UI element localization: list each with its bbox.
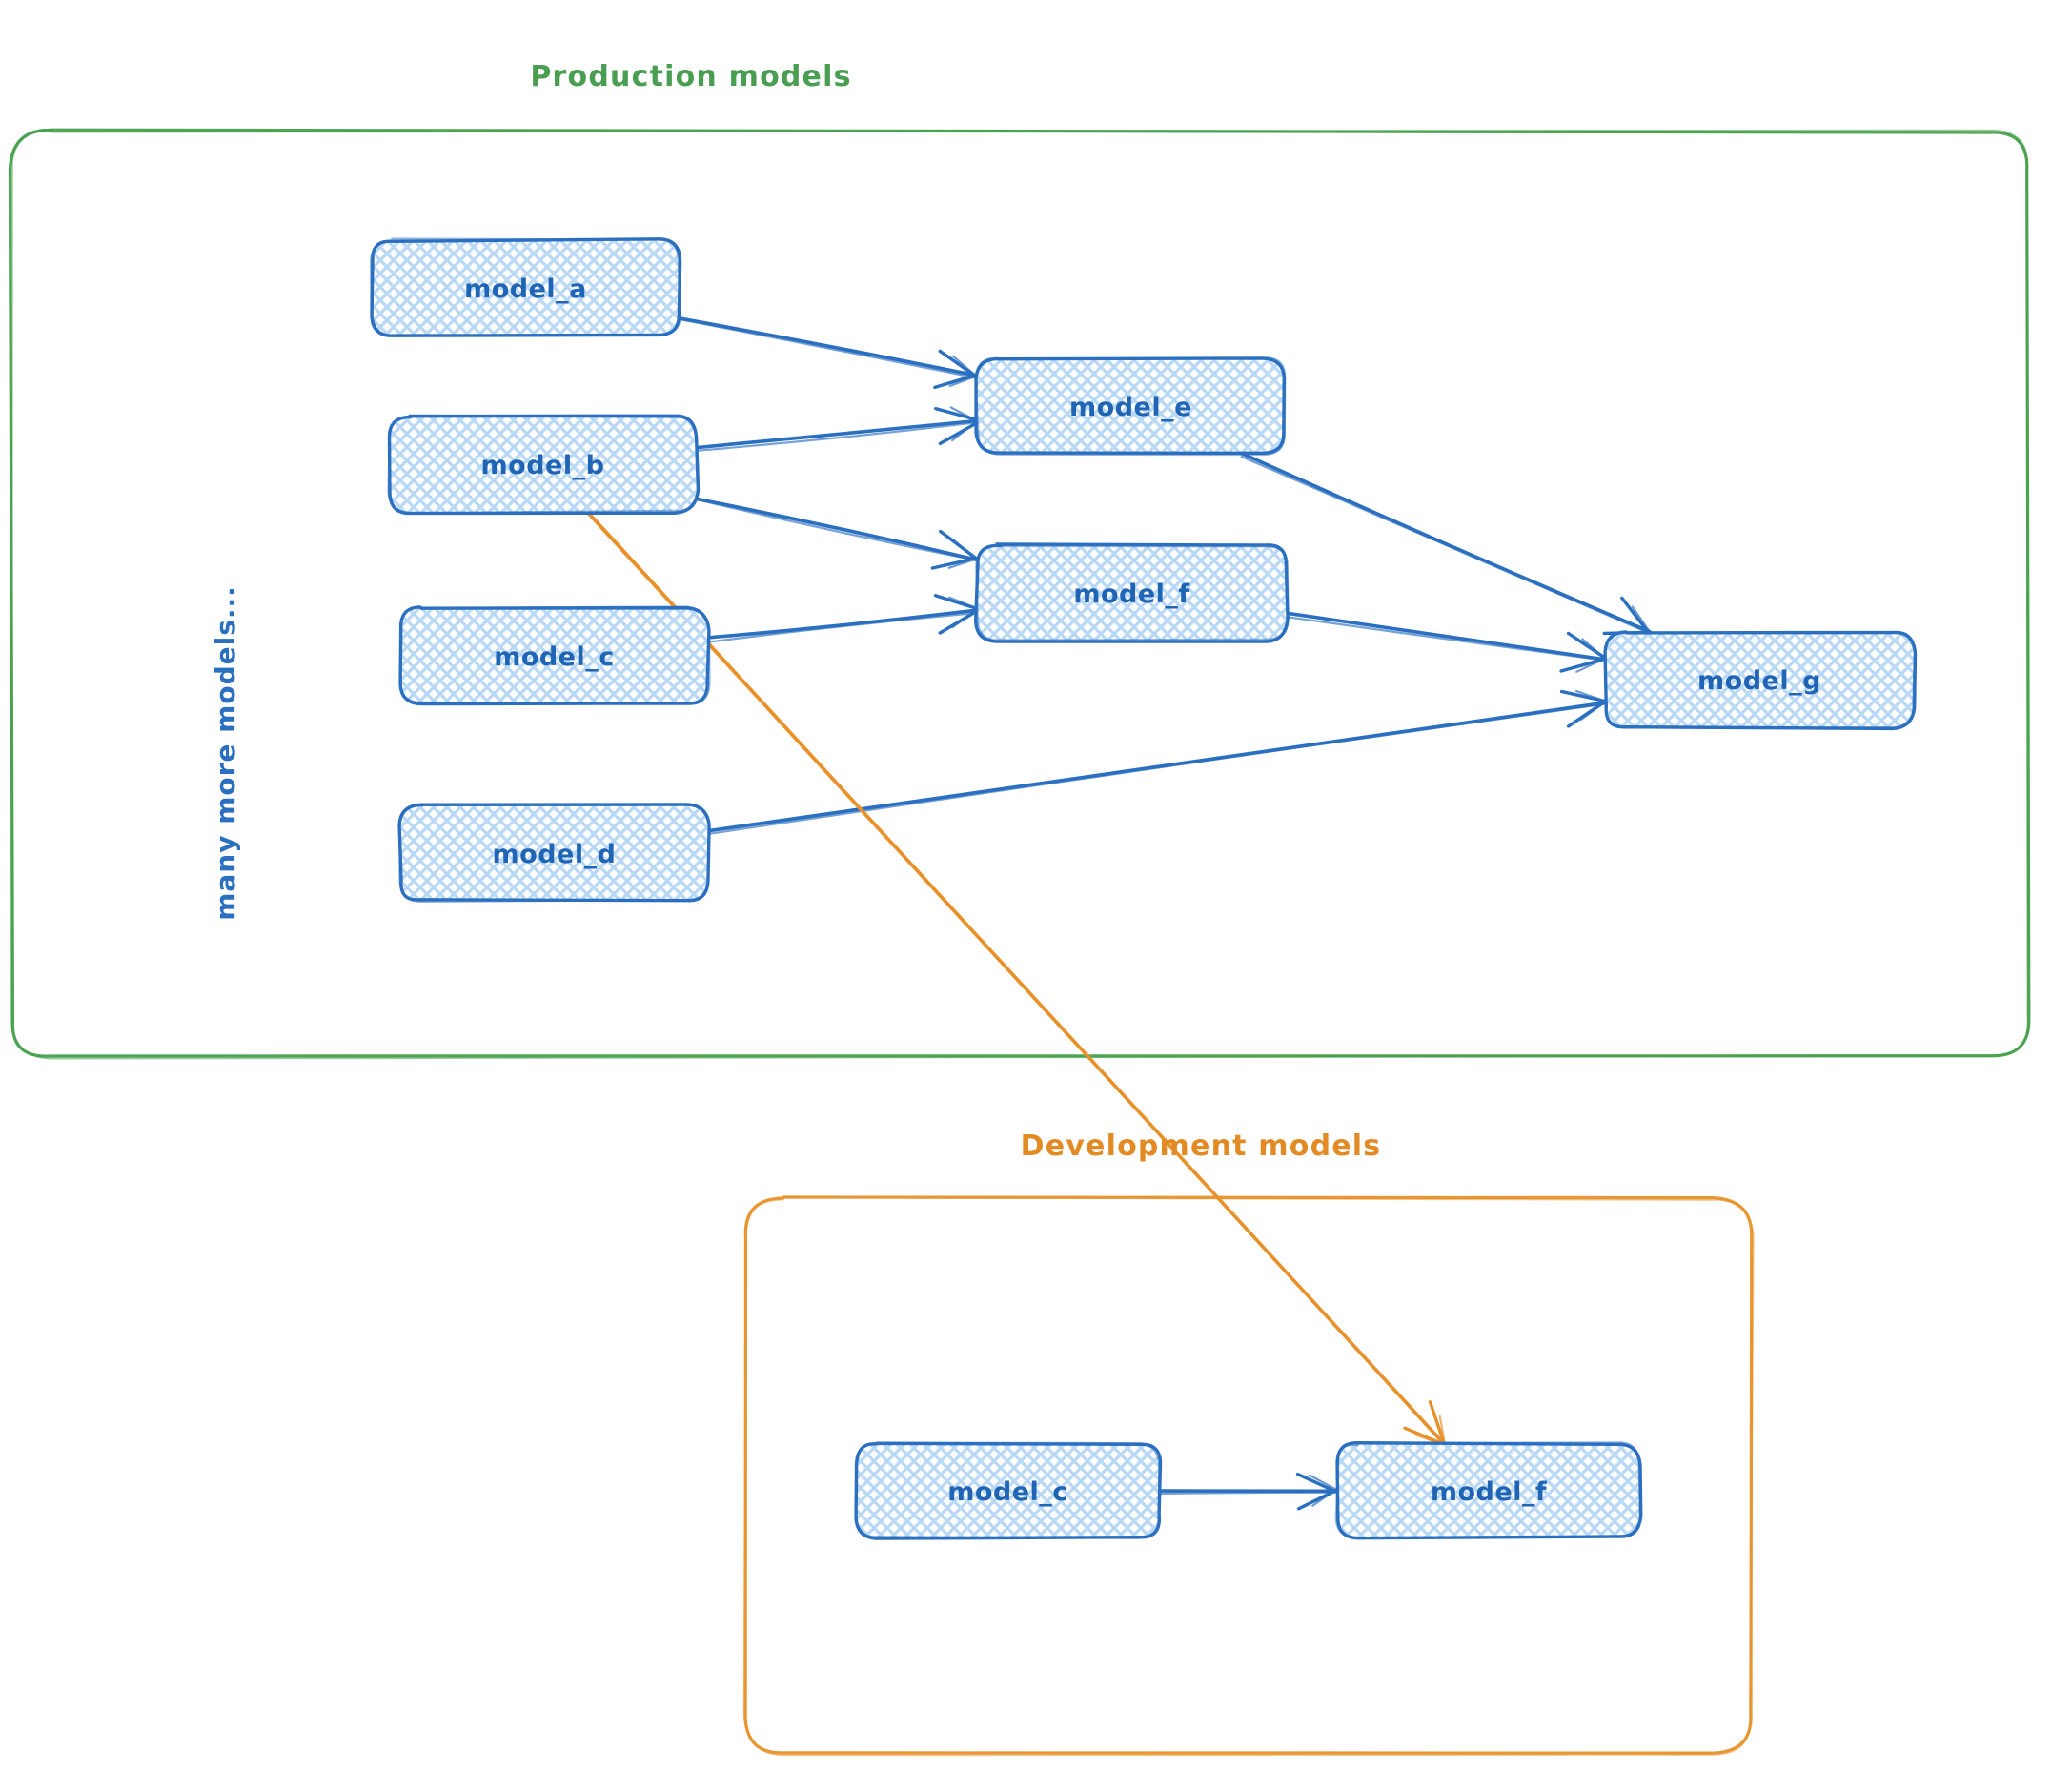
node-prod_model_f[interactable]	[974, 542, 1290, 643]
edge-line	[1240, 456, 1651, 635]
node-border	[387, 414, 699, 515]
node-label-prod_model_e: model_e	[1069, 393, 1192, 422]
node-label-prod_model_f: model_f	[1073, 580, 1189, 609]
edge-line	[679, 317, 978, 379]
edge-line	[704, 608, 980, 640]
arrowhead	[951, 355, 978, 377]
edge-e4	[704, 594, 980, 643]
edge-line	[1239, 451, 1652, 634]
arrowhead	[948, 596, 980, 610]
node-border	[975, 543, 1290, 641]
edge-e8	[1157, 1472, 1340, 1511]
edge-line	[708, 611, 980, 643]
arrowhead	[930, 556, 978, 570]
arrowhead	[1575, 657, 1607, 673]
group-frames	[8, 128, 2031, 1757]
node-border	[399, 605, 711, 705]
node-border	[1604, 631, 1916, 729]
arrowhead	[933, 373, 979, 390]
node-fill	[976, 356, 1285, 455]
group-container-production	[8, 128, 2031, 1060]
node-border	[398, 804, 711, 904]
node-prod_model_g[interactable]	[1603, 630, 1918, 731]
edge-line	[706, 702, 1607, 836]
arrowhead	[1295, 1472, 1338, 1494]
node-border	[854, 1441, 1161, 1539]
node-dev_model_c[interactable]	[854, 1441, 1163, 1540]
node-prod_model_a[interactable]	[370, 237, 682, 337]
arrowhead	[951, 607, 979, 629]
arrowhead	[1631, 605, 1652, 634]
edge-line	[697, 421, 978, 452]
node-border	[974, 356, 1287, 457]
edge-line	[585, 512, 1446, 1447]
edge-e9	[585, 509, 1447, 1447]
edge-e3	[693, 497, 980, 570]
node-dev_model_f[interactable]	[1334, 1441, 1643, 1540]
edge-line	[693, 497, 978, 561]
node-border	[974, 356, 1286, 456]
edge-line	[1285, 616, 1607, 662]
node-label-prod_model_a: model_a	[464, 275, 587, 304]
node-fill	[1604, 631, 1915, 729]
arrowhead	[949, 406, 979, 422]
arrowhead	[1308, 1474, 1340, 1492]
node-fill	[371, 239, 680, 337]
edge-e6	[1284, 611, 1608, 673]
edge-layer	[585, 316, 1652, 1511]
node-label-prod_model_g: model_g	[1697, 666, 1821, 696]
node-prod_model_e[interactable]	[974, 356, 1287, 457]
node-label-prod_model_b: model_b	[481, 451, 605, 480]
arrowhead	[1311, 1488, 1338, 1507]
node-layer	[370, 237, 1918, 1540]
group-container-development	[742, 1195, 1755, 1757]
edge-e2	[694, 406, 980, 452]
edge-line	[694, 418, 979, 450]
node-prod_model_b[interactable]	[387, 414, 701, 516]
edge-e1	[677, 316, 980, 390]
node-label-prod_model_d: model_d	[493, 840, 617, 869]
node-fill	[399, 804, 709, 902]
side-note-many-more-models: many more models...	[210, 585, 241, 921]
edge-line	[696, 499, 977, 561]
node-border	[1334, 1441, 1641, 1539]
arrowhead	[947, 557, 978, 569]
node-label-dev_model_f: model_f	[1431, 1477, 1547, 1507]
node-label-dev_model_c: model_c	[947, 1477, 1068, 1507]
arrowhead	[1620, 596, 1651, 635]
arrowhead	[1438, 1415, 1446, 1445]
arrowhead	[948, 375, 978, 388]
edge-e7	[704, 689, 1608, 836]
node-fill	[854, 1443, 1162, 1539]
edge-line	[704, 701, 1608, 833]
node-prod_model_c[interactable]	[398, 605, 711, 706]
group-title-development: Development models	[1021, 1130, 1382, 1163]
arrowhead	[1428, 1400, 1447, 1446]
arrowhead	[1574, 689, 1607, 702]
node-border	[370, 237, 681, 337]
arrowhead	[951, 538, 978, 560]
node-label-prod_model_c: model_c	[494, 642, 615, 672]
arrowhead	[1581, 638, 1606, 660]
edge-line	[677, 316, 980, 378]
edge-e5	[1239, 451, 1652, 638]
arrowhead	[938, 349, 979, 378]
edge-line	[1159, 1491, 1338, 1496]
node-fill	[1335, 1443, 1641, 1538]
node-prod_model_d[interactable]	[397, 803, 711, 904]
arrowhead	[1579, 701, 1607, 721]
group-title-production: Production models	[530, 60, 851, 93]
node-fill	[400, 607, 708, 704]
edge-line	[1284, 611, 1607, 662]
node-fill	[388, 417, 698, 512]
text-layer: model_a model_b model_c model_d model_emodel…	[210, 60, 1821, 1507]
node-fill	[975, 543, 1288, 642]
arrowhead	[951, 420, 978, 442]
